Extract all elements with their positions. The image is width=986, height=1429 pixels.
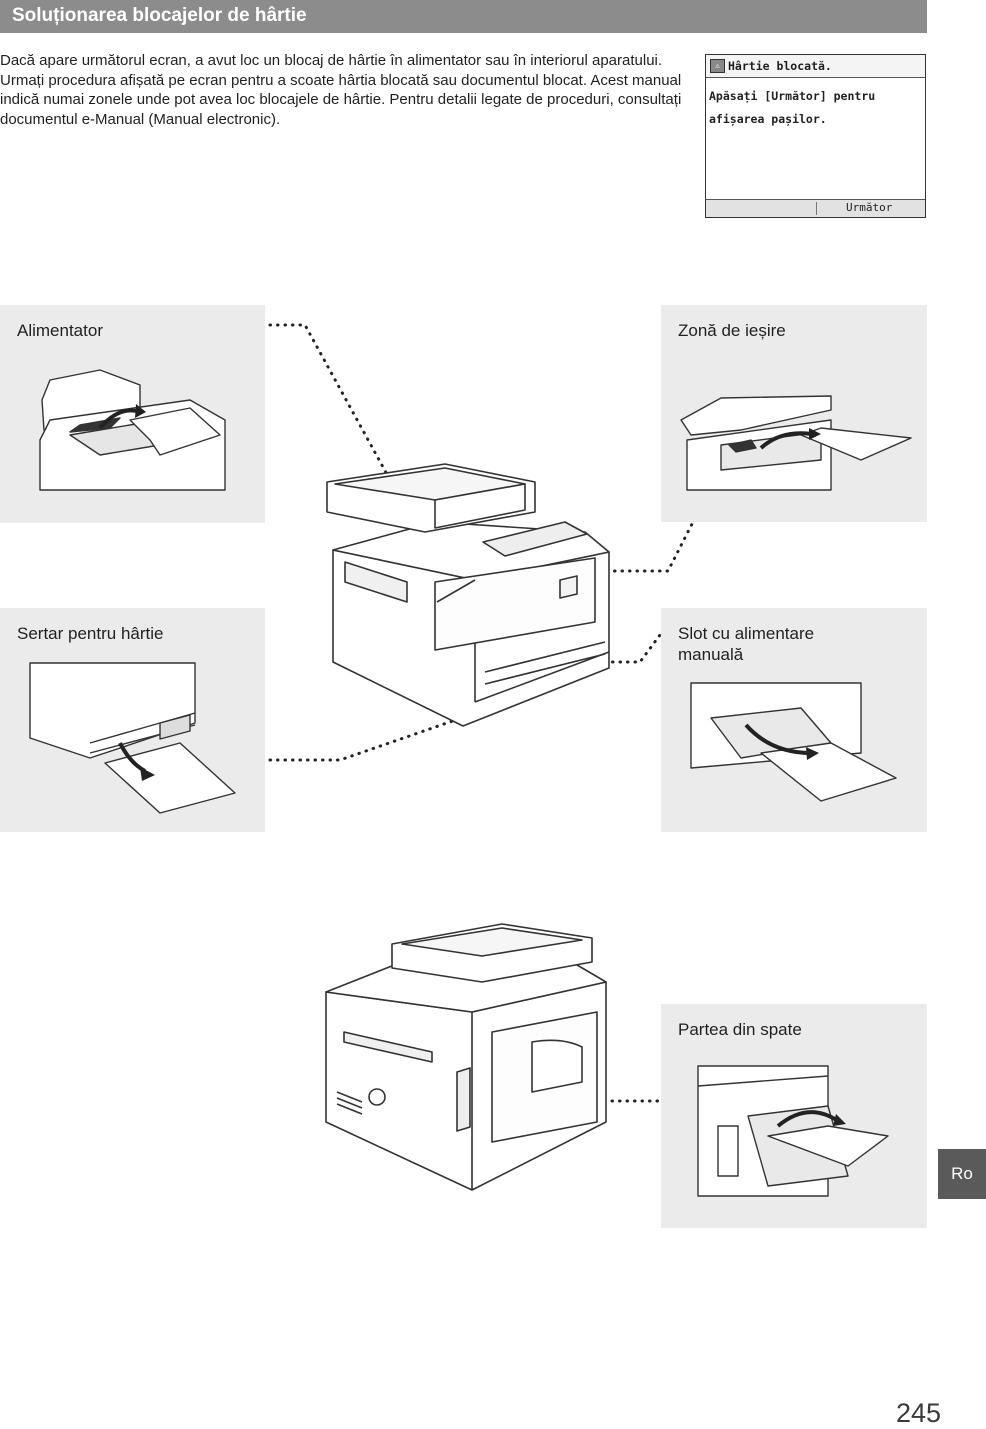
drawer-illustration [29,662,236,818]
manual-feed-illustration [690,682,897,803]
panel-manual-feed: Slot cu alimentare manuală [661,608,927,832]
panel-feeder: Alimentator [0,305,265,523]
screen-message: Apăsați [Următor] pentru afișarea pașilo… [709,89,876,126]
printer-front-illustration [325,462,615,732]
intro-paragraph: Dacă apare următorul ecran, a avut loc u… [0,52,682,128]
panel-label-feeder: Alimentator [17,321,103,340]
panel-label-output: Zonă de ieșire [678,321,786,340]
printer-back-illustration [322,922,612,1192]
back-illustration [697,1065,903,1201]
output-illustration [680,390,913,491]
language-tab: Ro [938,1149,986,1199]
screen-title: Hârtie blocată. [728,59,832,73]
panel-label-drawer: Sertar pentru hârtie [17,624,164,643]
section-header-bar: Soluționarea blocajelor de hârtie [0,0,927,33]
warning-icon: ⚠ [710,59,725,73]
next-button[interactable]: Următor [846,201,893,214]
screen-title-bar: ⚠ Hârtie blocată. [706,55,925,78]
feeder-illustration [39,360,230,491]
footer-divider [816,202,817,215]
panel-label-manual-feed: Slot cu alimentare manuală [678,624,815,664]
panel-drawer: Sertar pentru hârtie [0,608,265,832]
paper-jam-screen: ⚠ Hârtie blocată. Apăsați [Următor] pent… [705,54,926,218]
panel-back: Partea din spate [661,1004,927,1228]
panel-output: Zonă de ieșire [661,305,927,522]
page-number: 245 [896,1398,942,1428]
section-title: Soluționarea blocajelor de hârtie [12,5,307,26]
panel-label-back: Partea din spate [678,1020,802,1039]
screen-footer: Următor [706,199,925,217]
